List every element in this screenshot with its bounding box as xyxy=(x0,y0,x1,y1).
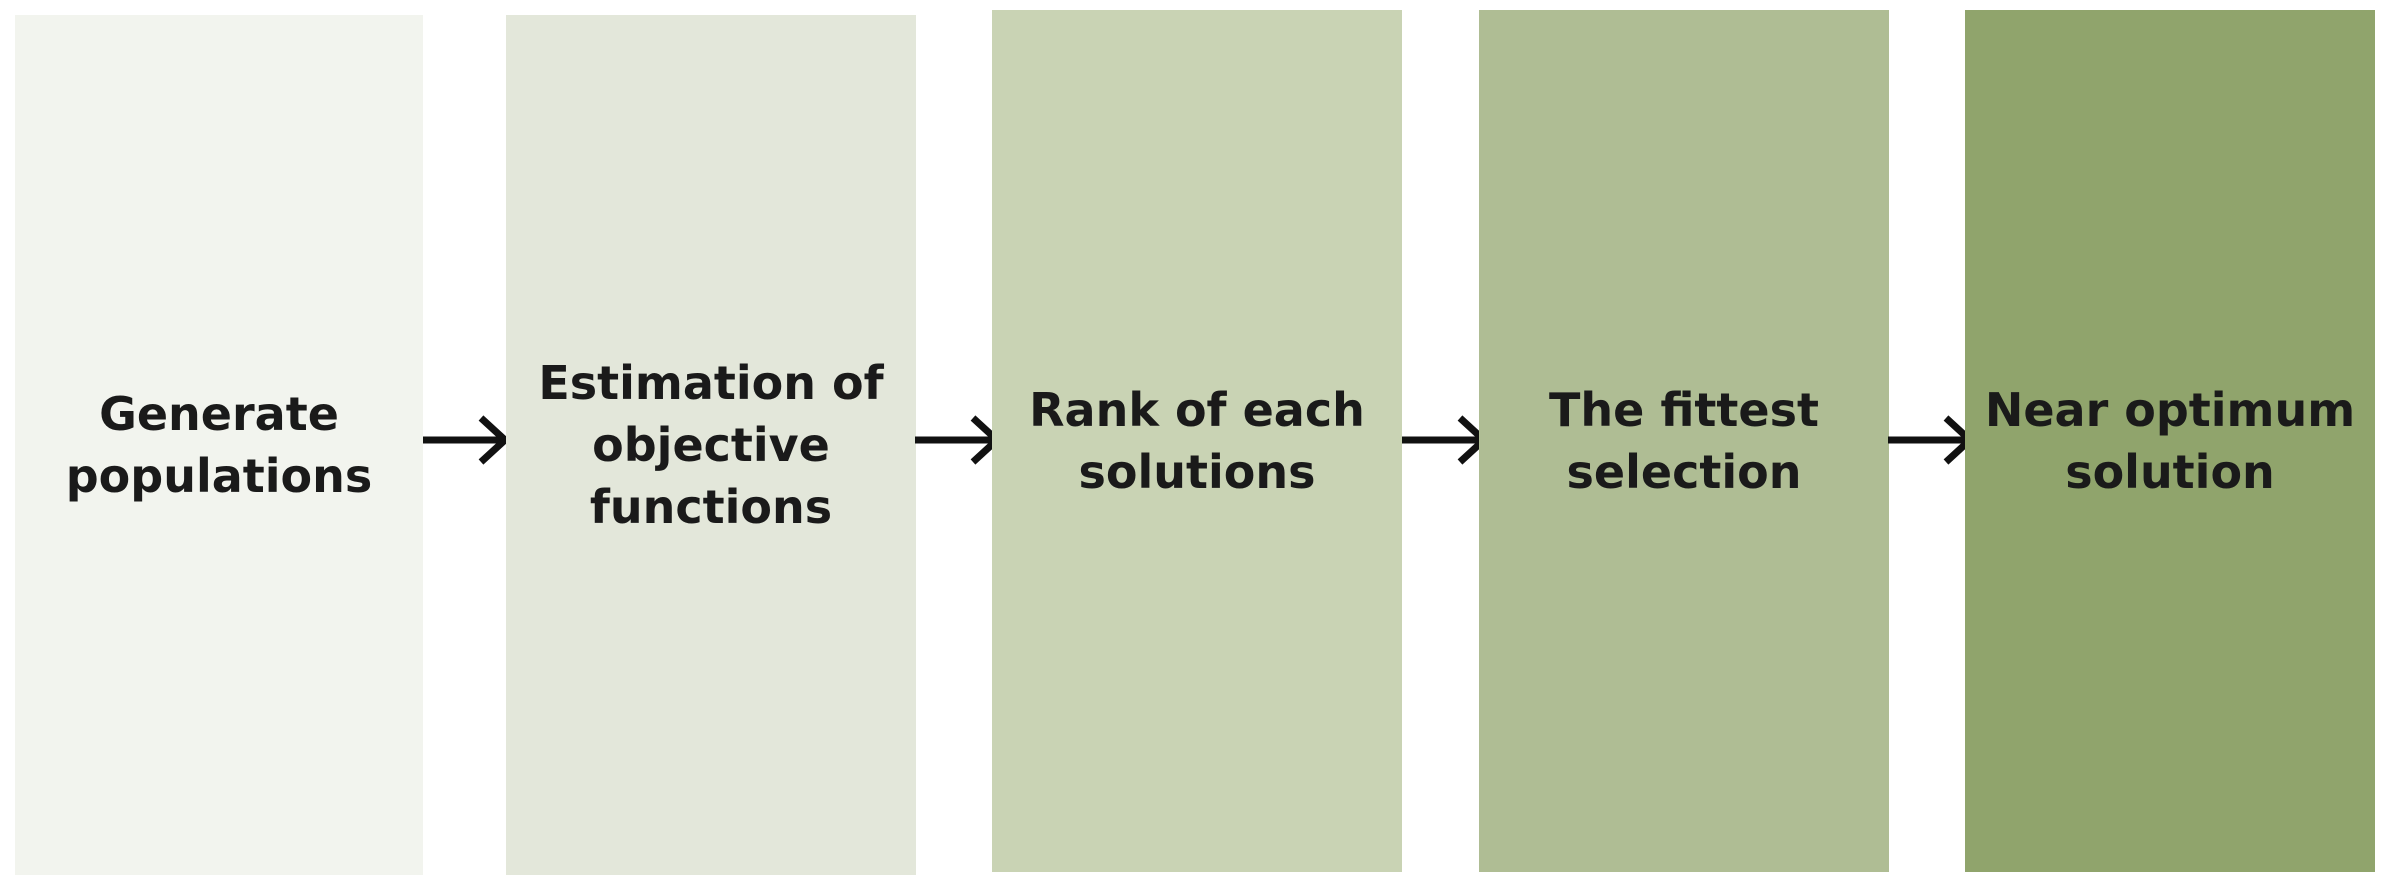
step-label: Rank of each solutions xyxy=(1029,383,1365,499)
right-arrow-icon xyxy=(423,415,511,465)
step-label: The fittest selection xyxy=(1549,383,1819,499)
right-arrow-icon xyxy=(1402,415,1490,465)
step-rank-solutions: Rank of each solutions xyxy=(992,10,1402,872)
right-arrow-icon xyxy=(915,415,1003,465)
step-near-optimum-solution: Near optimum solution xyxy=(1965,10,2375,872)
step-label: Near optimum solution xyxy=(1984,383,2356,499)
step-label: Estimation of objective functions xyxy=(538,356,884,534)
step-estimation-objective-functions: Estimation of objective functions xyxy=(506,15,916,875)
step-label: Generate populations xyxy=(65,387,373,503)
step-generate-populations: Generate populations xyxy=(15,15,423,875)
step-fittest-selection: The fittest selection xyxy=(1479,10,1889,872)
right-arrow-icon xyxy=(1888,415,1976,465)
